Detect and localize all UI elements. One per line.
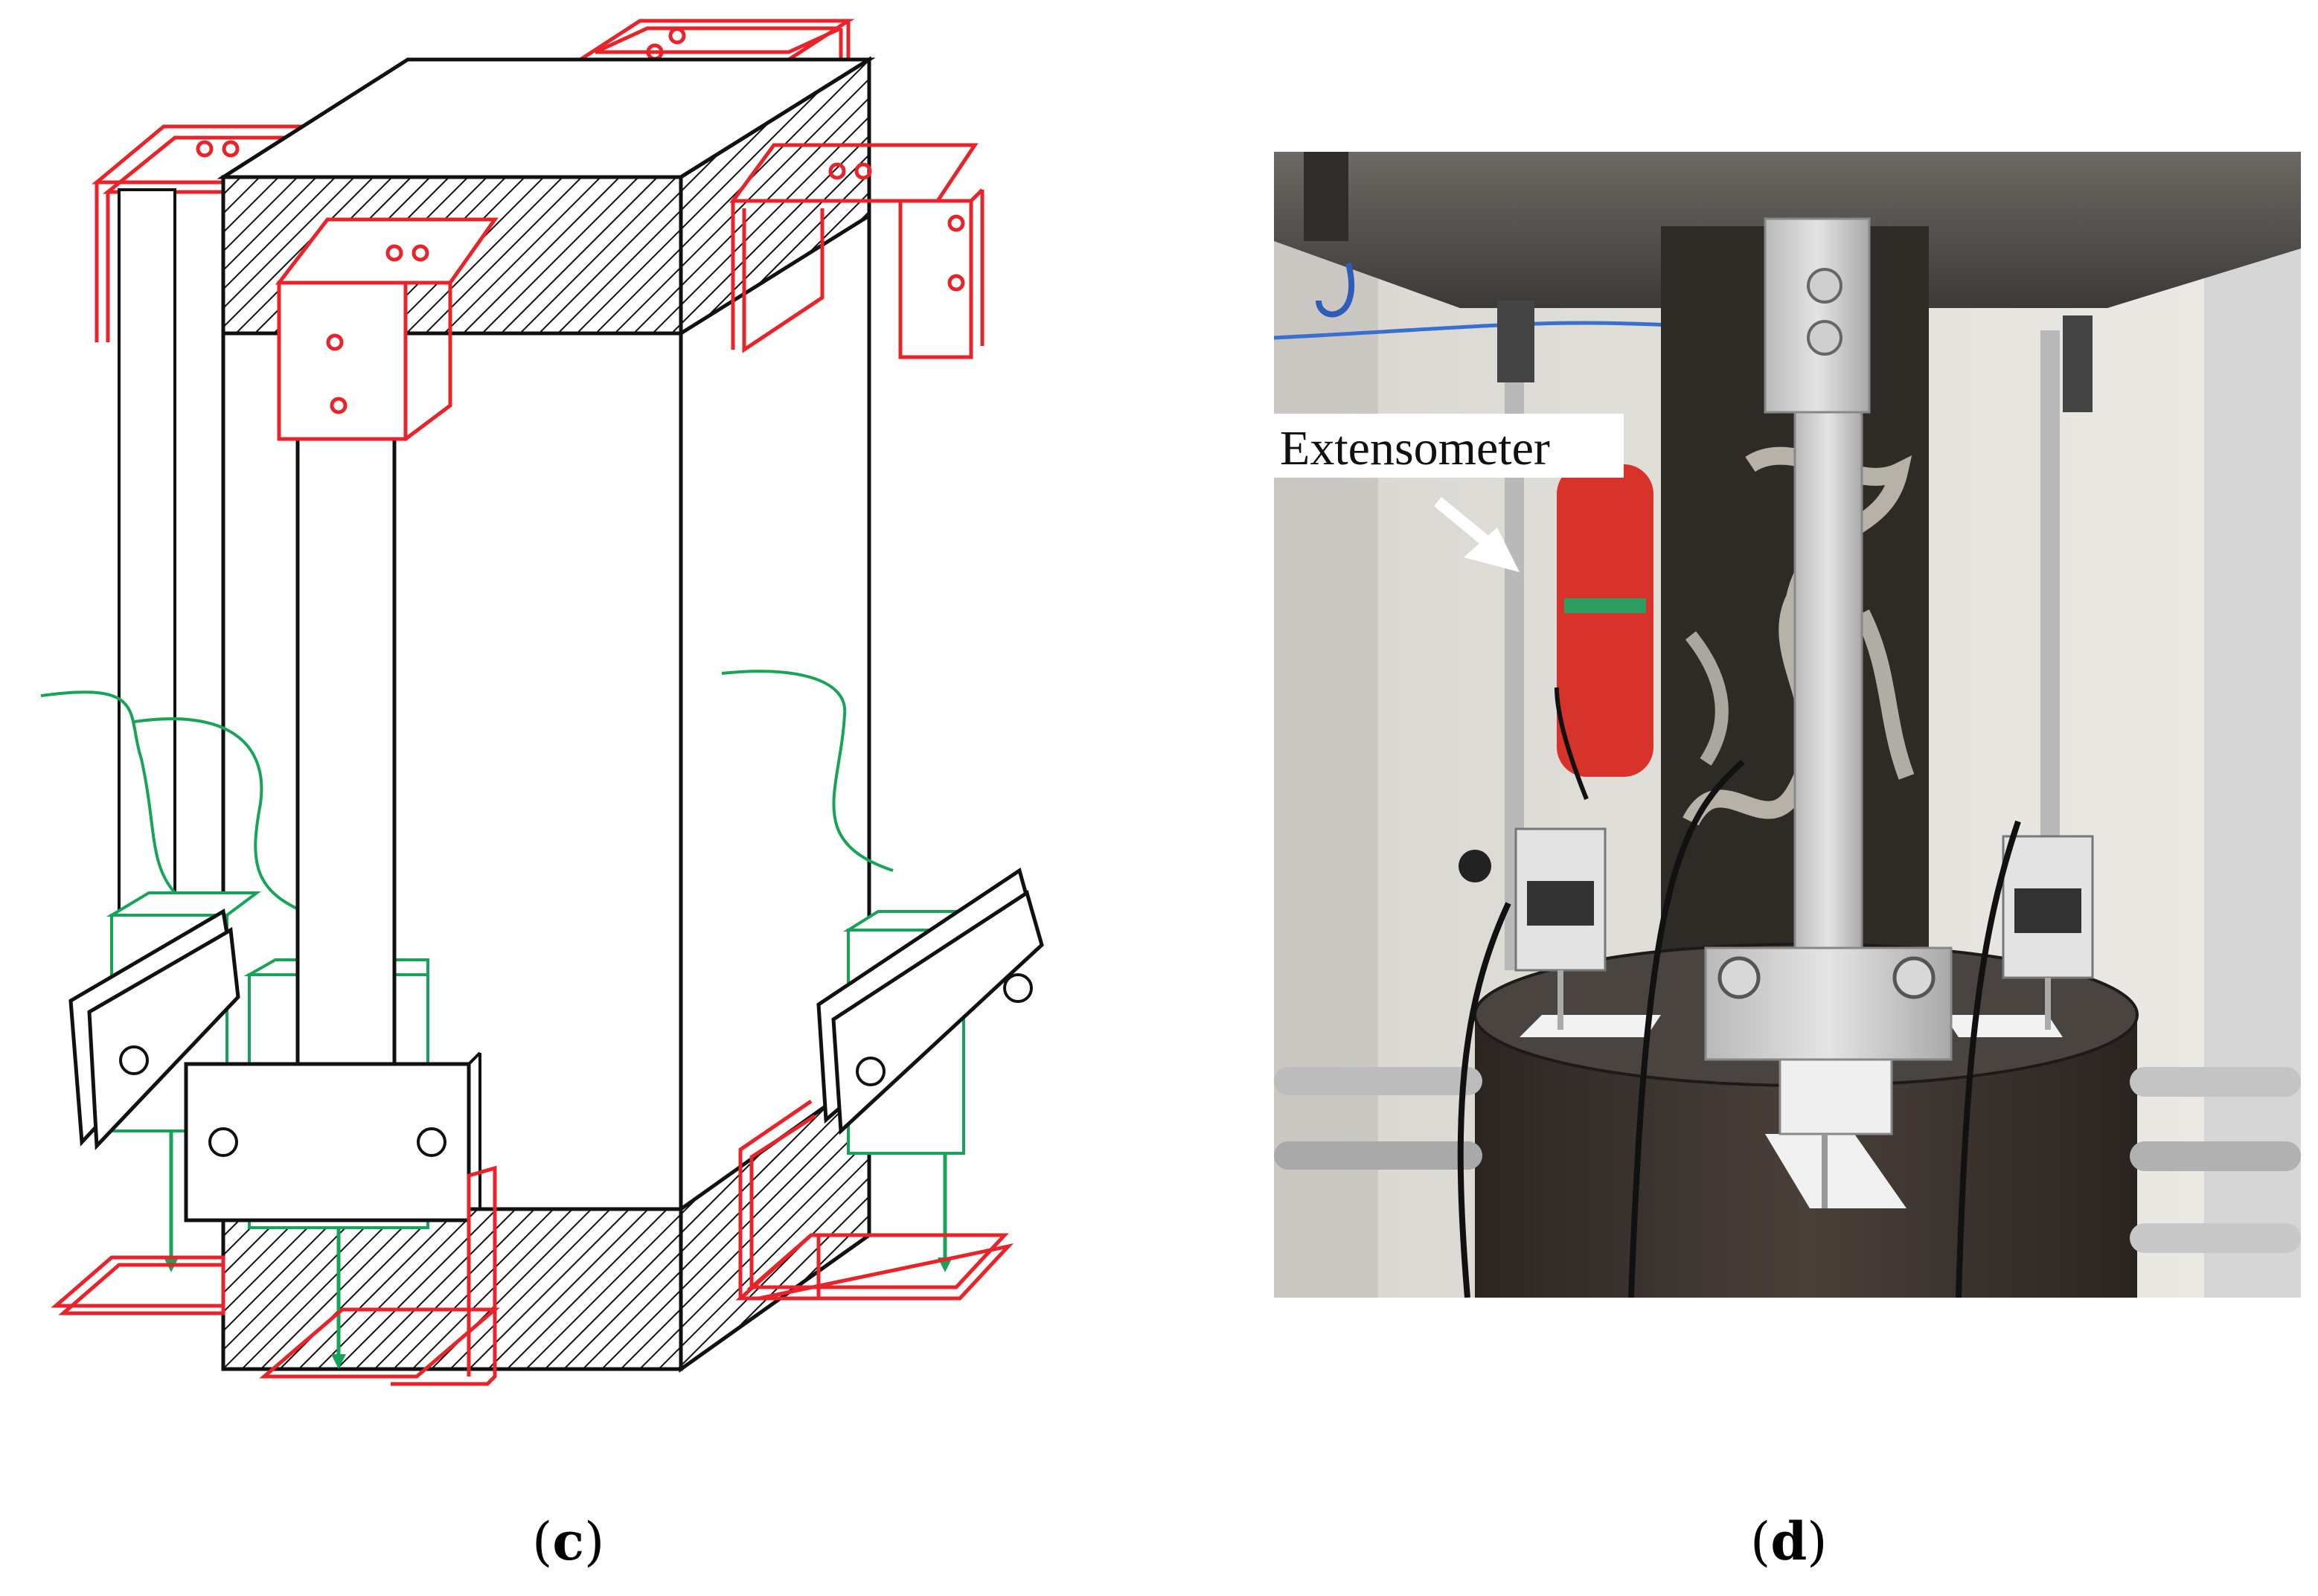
rod-front [295,437,397,1074]
gauge-wire-right [721,670,894,872]
experiment-photo: Extensometer [1274,152,2301,1298]
back-clamp-top-left [92,124,310,342]
red-object [1557,464,1653,777]
extensometer-drawing [40,19,1044,1386]
extensometer-front [184,437,481,1369]
clamp-bottom-center [259,1165,500,1386]
screw-hole [856,1057,886,1086]
screw-hole [1003,973,1033,1003]
clamp-bottom-left [51,1255,225,1315]
prism-hatch-bottom [221,1207,683,1371]
arrow-icon [1433,496,1520,572]
clamp-right-top [729,143,984,359]
extensometer-right [721,670,1044,1272]
caption-c: (c) [532,1510,605,1572]
prism-hatch-top-side [679,56,871,337]
gauge-wire-left [40,690,176,894]
front-extensometer [1704,217,1953,1208]
extensometer-label: Extensometer [1280,421,1550,475]
screw-hole [417,1127,446,1157]
extensometer-left [40,690,313,1272]
screw-hole [119,1045,149,1075]
right-extensometer [2002,315,2094,1030]
caption-d: (d) [1750,1510,1828,1572]
caption-c-letter: c [552,1510,584,1572]
caption-d-letter: d [1770,1510,1808,1572]
screw-hole [208,1127,238,1157]
clamp-front-top [275,217,499,441]
clamp-bottom-right [735,1099,1014,1301]
